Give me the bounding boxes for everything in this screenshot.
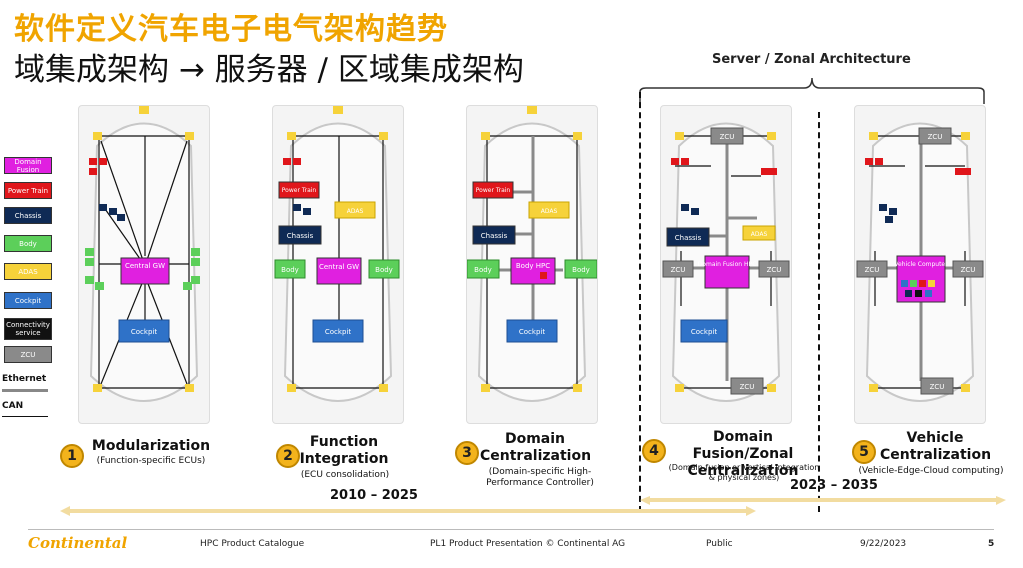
zcu-right-label-5: ZCU <box>961 266 976 274</box>
adas-label-2: ADAS <box>347 208 364 215</box>
legend-power-train: Power Train <box>4 182 52 199</box>
dashed-separator-right <box>818 112 820 512</box>
central-gw-label-1: Central GW <box>125 262 165 270</box>
legend-can-label: CAN <box>2 401 24 411</box>
step-badge-5: 5 <box>852 440 876 464</box>
footer-catalogue: HPC Product Catalogue <box>200 539 305 549</box>
cockpit-label-1: Cockpit <box>131 328 157 336</box>
domain-fusion-hpc-label-4: Domain Fusion HPC <box>698 261 757 268</box>
step-title-5: Vehicle Centralization <box>880 430 992 463</box>
step-title-1: Modularization <box>91 438 211 454</box>
footer-divider <box>28 529 994 530</box>
car-diagram-domain-centralization: Power Train ADAS Chassis Body Body Body … <box>466 105 598 424</box>
server-zonal-bracket <box>639 77 985 104</box>
legend-zcu: ZCU <box>4 346 52 363</box>
dashed-separator-left <box>639 92 641 512</box>
step-badge-4: 4 <box>642 439 666 463</box>
footer-presentation: PL1 Product Presentation © Continental A… <box>430 539 626 549</box>
footer-page-number: 5 <box>988 539 995 549</box>
step-sub-4: (Domain fusion or Vertical integration &… <box>668 463 820 482</box>
step-badge-3: 3 <box>455 441 479 465</box>
zcu-left-label-4: ZCU <box>671 266 686 274</box>
step-sub-1: (Function-specific ECUs) <box>96 456 206 466</box>
step-sub-2: (ECU consolidation) <box>300 470 390 480</box>
step-badge-1: 1 <box>60 444 84 468</box>
adas-label-3: ADAS <box>541 208 558 215</box>
car-diagram-modularization: Central GW Cockpit <box>78 105 210 424</box>
body-left-label-3: Body <box>474 266 492 274</box>
legend-ethernet-label: Ethernet <box>2 374 47 384</box>
body-hpc-label-3: Body HPC <box>516 262 550 270</box>
step-title-2: Function Integration <box>299 434 389 467</box>
cockpit-label-4: Cockpit <box>691 328 717 336</box>
cockpit-label-2: Cockpit <box>325 328 351 336</box>
legend-connectivity: Connectivity service <box>4 318 52 340</box>
adas-label-4: ADAS <box>751 231 768 238</box>
legend-adas: ADAS <box>4 263 52 280</box>
period-second: 2023 – 2035 <box>790 478 878 493</box>
body-left-label-2: Body <box>281 266 299 274</box>
continental-logo: Continental <box>28 534 128 552</box>
cockpit-label-3: Cockpit <box>519 328 545 336</box>
legend-body: Body <box>4 235 52 252</box>
timeline-arrows <box>60 496 1006 516</box>
zcu-rear-label-4: ZCU <box>740 383 755 391</box>
power-train-label-3: Power Train <box>476 187 511 194</box>
step-badge-2: 2 <box>276 444 300 468</box>
step-sub-5: (Vehicle-Edge-Cloud computing) <box>858 466 1004 476</box>
vehicle-computer-label-5: Vehicle Computer <box>894 261 948 268</box>
legend-chassis: Chassis <box>4 207 52 224</box>
legend-domain-fusion: Domain Fusion <box>4 157 52 174</box>
body-right-label-3: Body <box>572 266 590 274</box>
car-diagram-domain-fusion: ZCU ADAS Chassis ZCU ZCU Domain Fusion H… <box>660 105 792 424</box>
step-title-4: Domain Fusion/Zonal Centralization <box>687 429 799 479</box>
chassis-label-3: Chassis <box>481 232 508 240</box>
legend-can-line <box>2 416 48 417</box>
legend-cockpit: Cockpit <box>4 292 52 309</box>
zcu-rear-label-5: ZCU <box>930 383 945 391</box>
chassis-label-2: Chassis <box>287 232 314 240</box>
legend-ethernet-line <box>2 389 48 392</box>
step-title-3: Domain Centralization <box>480 431 592 464</box>
period-first: 2010 – 2025 <box>330 488 418 503</box>
step-sub-3: (Domain-specific High-Performance Contro… <box>486 467 594 488</box>
slide-subtitle: 域集成架构 → 服务器 / 区域集成架构 <box>14 52 524 88</box>
slide-title: 软件定义汽车电子电气架构趋势 <box>14 12 448 47</box>
car-diagram-vehicle-centralization: ZCU ZCU ZCU Vehicle Computer ZCU <box>854 105 986 424</box>
footer-date: 9/22/2023 <box>860 539 907 549</box>
chassis-label-4: Chassis <box>675 234 702 242</box>
car-diagram-function-integration: Power Train ADAS Chassis Body Body Centr… <box>272 105 404 424</box>
zcu-right-label-4: ZCU <box>767 266 782 274</box>
server-zonal-label: Server / Zonal Architecture <box>712 52 911 67</box>
central-gw-label-2: Central GW <box>319 263 359 271</box>
zcu-front-label-4: ZCU <box>720 133 735 141</box>
zcu-left-label-5: ZCU <box>865 266 880 274</box>
body-right-label-2: Body <box>375 266 393 274</box>
power-train-label-2: Power Train <box>282 187 317 194</box>
zcu-front-label-5: ZCU <box>928 133 943 141</box>
footer-classification: Public <box>706 539 733 549</box>
